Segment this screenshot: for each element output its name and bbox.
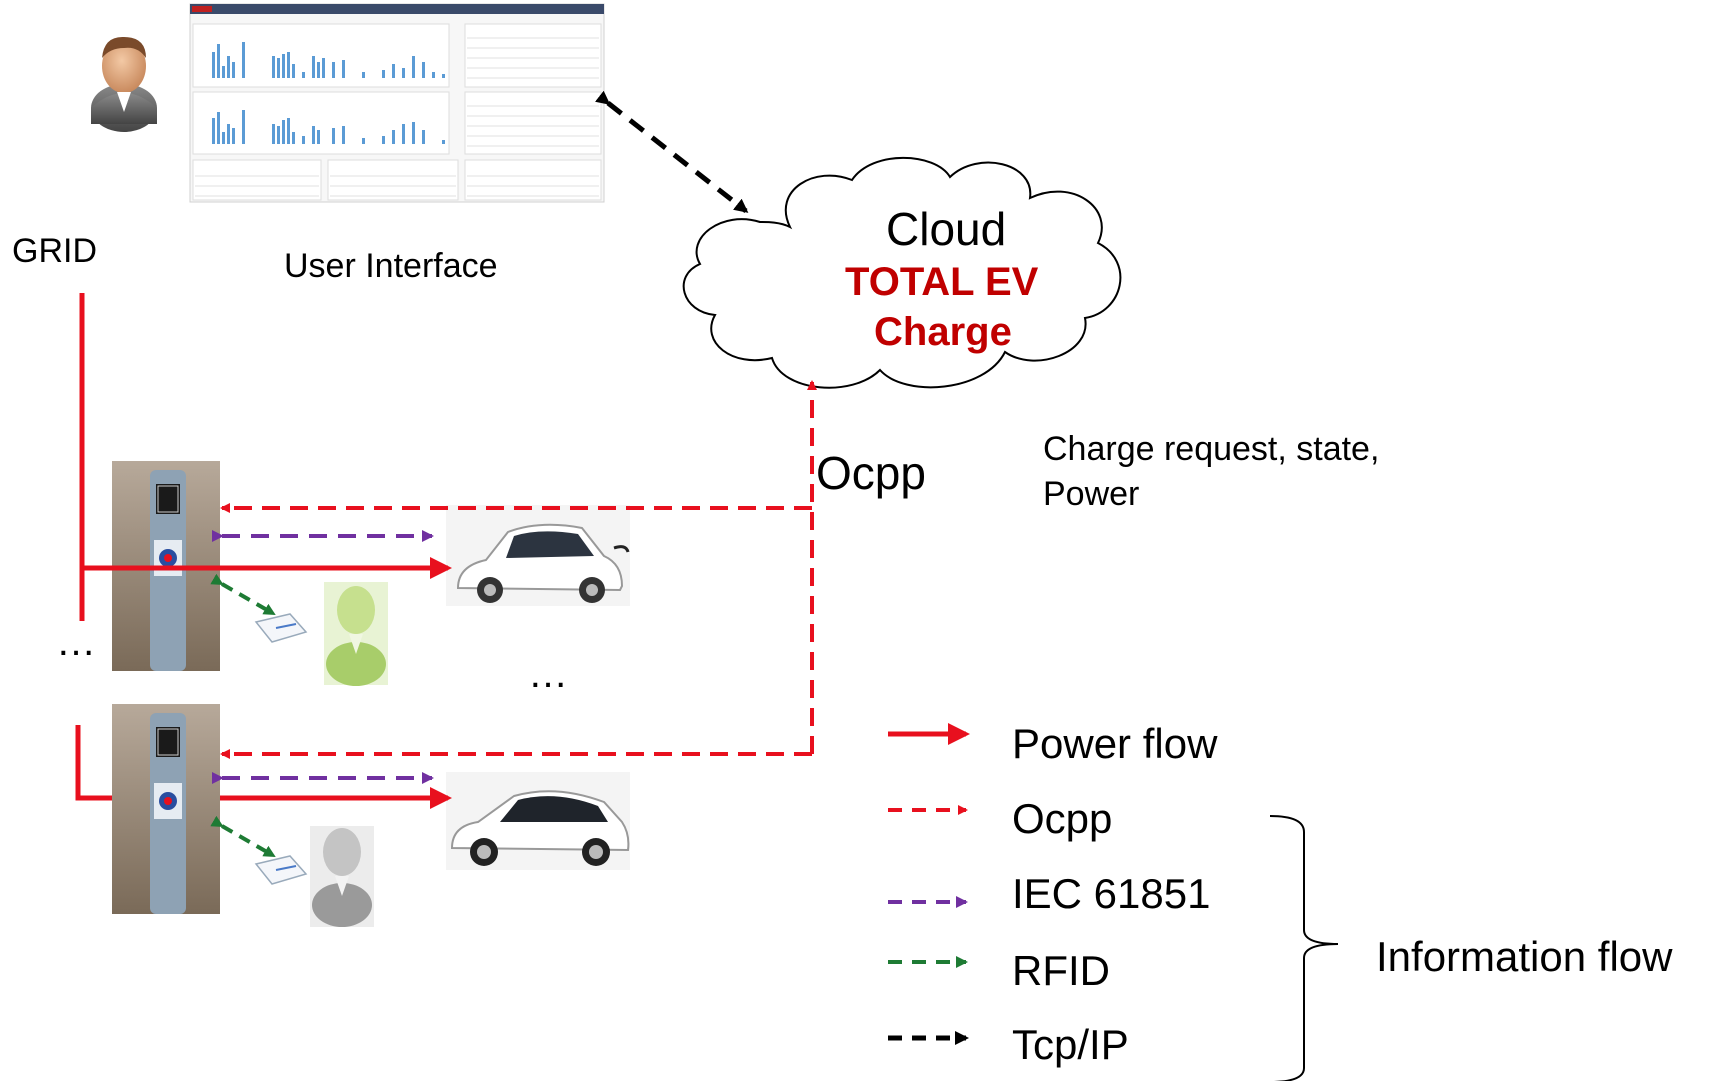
legend-rfid-label: RFID <box>1012 947 1110 994</box>
charging-station-2 <box>112 704 220 914</box>
legend-iec61851-label: IEC 61851 <box>1012 870 1211 917</box>
ocpp-channel-label: Ocpp <box>816 447 926 499</box>
legend-ocpp-label: Ocpp <box>1012 795 1113 842</box>
cloud-shape <box>682 156 1122 389</box>
information-flow-brace <box>1269 815 1339 1081</box>
cloud-brand-line2: Charge <box>874 310 1012 354</box>
power-label: Power <box>1043 475 1140 513</box>
cloud-brand-line1: TOTAL EV <box>845 260 1039 304</box>
user-interface-label: User Interface <box>284 247 498 285</box>
rfid-card-2-icon <box>254 855 308 885</box>
information-flow-label: Information flow <box>1376 933 1673 980</box>
ocpp-network <box>220 380 817 759</box>
charge-request-label: Charge request, state, <box>1043 430 1380 468</box>
admin-user-icon <box>91 36 157 132</box>
tcpip-arrow <box>595 90 749 213</box>
rfid-arrow-1 <box>210 573 276 616</box>
user-interface-screenshot <box>189 3 605 203</box>
customer-1-icon <box>324 582 388 686</box>
ellipsis-left: … <box>56 620 96 664</box>
cloud-title: Cloud <box>886 203 1007 255</box>
legend-tcpip-label: Tcp/IP <box>1012 1021 1129 1068</box>
rfid-card-1-icon <box>254 613 308 643</box>
electric-car-1 <box>446 505 630 606</box>
legend-power-flow-label: Power flow <box>1012 720 1218 767</box>
ellipsis-middle: … <box>528 652 568 696</box>
rfid-arrow-2 <box>210 815 276 858</box>
electric-car-2 <box>446 772 630 870</box>
customer-2-icon <box>310 826 374 927</box>
grid-label: GRID <box>12 232 97 270</box>
